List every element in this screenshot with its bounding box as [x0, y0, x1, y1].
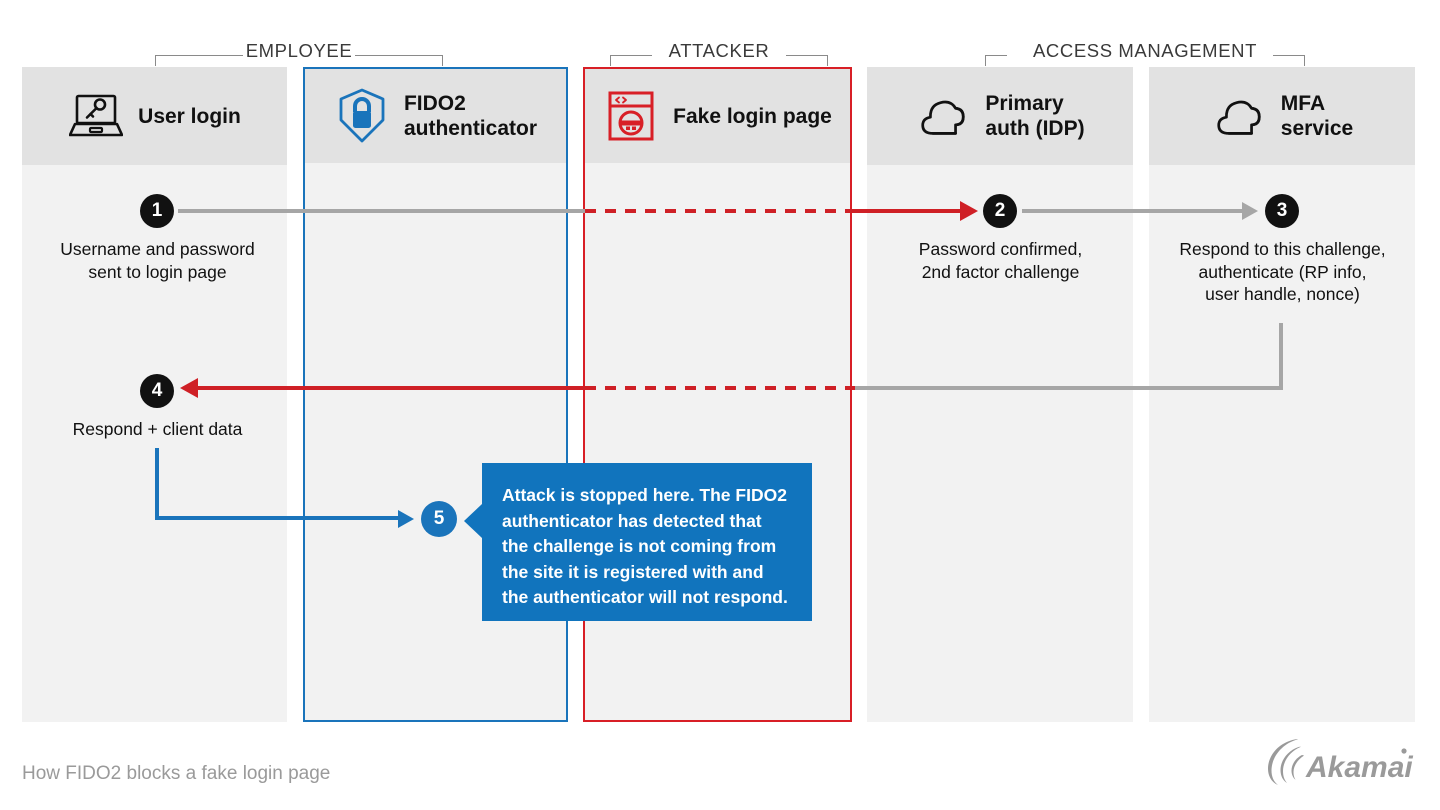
bracket-bar-left [610, 55, 652, 56]
flow4-gray-segment [853, 386, 1283, 390]
bracket-tick-left [155, 55, 156, 66]
laptop-key-icon [68, 90, 124, 142]
flow2-arrowhead [1242, 202, 1258, 220]
column-header-fido2-authenticator: FIDO2 authenticator [305, 69, 566, 163]
group-label-attacker: ATTACKER [668, 40, 770, 61]
bracket-bar-right [355, 55, 443, 56]
browser-mask-icon [603, 90, 659, 142]
flow5-vertical-segment [155, 448, 159, 520]
column-mfa-service: MFA service [1149, 67, 1415, 722]
bracket-bar-right [786, 55, 828, 56]
step-circle-5: 5 [421, 501, 457, 537]
callout-attack-stopped: Attack is stopped here. The FIDO2 authen… [482, 463, 812, 621]
step-circle-3: 3 [1265, 194, 1299, 228]
shield-lock-icon [334, 88, 390, 143]
step-caption-1: Username and password sent to login page [60, 239, 255, 282]
column-header-primary-auth: Primary auth (IDP) [867, 67, 1133, 165]
bracket-bar-right [1273, 55, 1305, 56]
footer-caption: How FIDO2 blocks a fake login page [22, 763, 331, 784]
column-title-user-login: User login [138, 104, 241, 128]
flow5-arrowhead [398, 510, 414, 528]
step-circle-4: 4 [140, 374, 174, 408]
callout-tail [464, 504, 482, 538]
bracket-bar-left [985, 55, 1007, 56]
cloud-icon [915, 90, 971, 142]
flow1-red-solid-segment [851, 209, 962, 213]
flow4-arrowhead [180, 378, 198, 398]
flow1-arrowhead [960, 201, 978, 221]
group-label-employee: EMPLOYEE [245, 40, 353, 61]
flow4-red-solid-segment [196, 386, 586, 390]
column-header-user-login: User login [22, 67, 287, 165]
flow5-horizontal-segment [155, 516, 400, 520]
column-fake-login-page: Fake login page [583, 67, 852, 722]
bracket-tick-right [827, 55, 828, 66]
column-primary-auth: Primary auth (IDP) [867, 67, 1133, 722]
bracket-tick-left [610, 55, 611, 66]
svg-text:Akamai: Akamai [1305, 751, 1413, 784]
flow1-gray-segment [178, 209, 585, 213]
akamai-logo: Akamai [1262, 733, 1422, 789]
group-bracket-employee: EMPLOYEE [155, 28, 443, 66]
column-fido2-authenticator: FIDO2 authenticator [303, 67, 568, 722]
bracket-bar-left [155, 55, 243, 56]
bracket-tick-right [442, 55, 443, 66]
column-title-mfa-service: MFA service [1280, 92, 1354, 140]
column-title-fake-login-page: Fake login page [673, 104, 832, 128]
column-header-mfa-service: MFA service [1149, 67, 1415, 165]
cloud-icon [1211, 90, 1267, 142]
step-caption-2: Password confirmed, 2nd factor challenge [918, 239, 1083, 282]
group-label-access-management: ACCESS MANAGEMENT [1032, 40, 1257, 61]
column-header-fake-login-page: Fake login page [585, 69, 850, 163]
column-title-primary-auth: Primary auth (IDP) [985, 92, 1085, 140]
step-circle-1: 1 [140, 194, 174, 228]
flow3-vertical-segment [1279, 323, 1283, 390]
flow1-red-dashed-segment [585, 209, 853, 213]
group-bracket-access-management: ACCESS MANAGEMENT [985, 28, 1305, 66]
column-title-fido2-authenticator: FIDO2 authenticator [403, 92, 537, 140]
bracket-tick-right [1304, 55, 1305, 66]
flow2-gray-segment [1022, 209, 1244, 213]
group-bracket-attacker: ATTACKER [610, 28, 828, 66]
flow4-red-dashed-segment [585, 386, 855, 390]
bracket-tick-left [985, 55, 986, 66]
step-caption-4: Respond + client data [72, 419, 243, 439]
step-circle-2: 2 [983, 194, 1017, 228]
step-caption-3: Respond to this challenge, authenticate … [1179, 239, 1386, 304]
